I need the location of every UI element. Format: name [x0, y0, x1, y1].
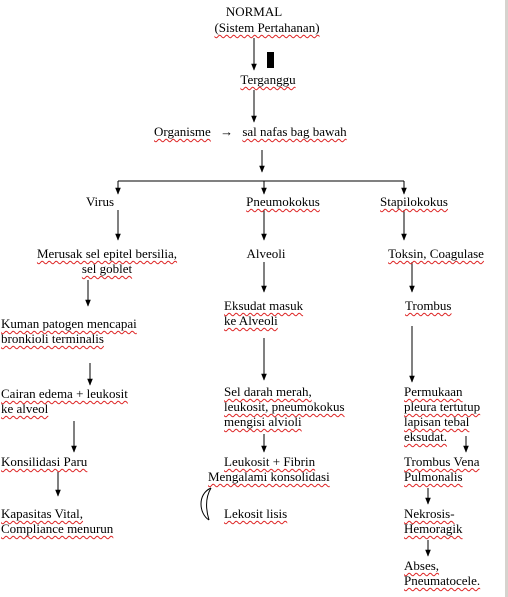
stapilo-step-6: Abses, Pneumatocele.	[404, 558, 480, 588]
node-organisme-row: Organisme → sal nafas bag bawah	[154, 124, 347, 139]
pneumo-step-2-line-2: ke Alveoli	[224, 313, 278, 328]
node-organisme: Organisme	[154, 124, 211, 139]
pneumo-step-3-line-2: leukosit, pneumokokus	[224, 399, 345, 414]
stapilo-step-3: Permukaan pleura tertutup lapisan tebal …	[404, 384, 480, 444]
virus-step-3: Cairan edema + leukosit ke alveol	[1, 386, 128, 416]
window-right-edge	[505, 0, 508, 597]
stapilo-step-3-line-2: pleura tertutup	[404, 399, 481, 414]
stapilo-step-5-line-1: Nekrosis-	[404, 506, 455, 521]
virus-step-3-line-2: ke alveol	[1, 401, 49, 416]
stapilo-step-2: Trombus	[405, 298, 451, 313]
virus-step-2-line-2: bronkioli terminalis	[1, 331, 104, 346]
branch-stapilo-text: Stapilokokus	[380, 194, 448, 209]
virus-step-1-line-2: sel goblet	[81, 261, 133, 276]
virus-step-5: Kapasitas Vital, Compliance menurun	[1, 506, 113, 536]
pneumo-step-3-line-1: Sel darah merah,	[224, 384, 312, 399]
pneumo-step-4: Leukosit + Fibrin Mengalami konsolidasi	[208, 454, 330, 484]
root-subtitle: (Sistem Pertahanan)	[214, 20, 319, 35]
pneumo-step-2-line-1: Eksudat masuk	[224, 298, 304, 313]
branch-virus-title: Virus	[85, 194, 115, 209]
virus-step-2: Kuman patogen mencapai bronkioli termina…	[1, 316, 137, 346]
stapilo-step-2-text: Trombus	[405, 298, 452, 313]
stapilo-step-4-line-1: Trombus Vena	[404, 454, 480, 469]
stapilo-step-1-text: Toksin, Coagulase	[388, 246, 484, 261]
arrow-pneumo-5-curve	[200, 487, 212, 521]
pneumo-step-1: Alveoli	[246, 246, 286, 261]
virus-step-3-line-1: Cairan edema + leukosit	[1, 386, 128, 401]
node-terganggu-text: Terganggu	[240, 72, 296, 87]
virus-step-1: Merusak sel epitel bersilia, sel goblet	[37, 246, 177, 276]
branch-pneumo-title: Pneumokokus	[246, 194, 320, 209]
branch-stapilo-title: Stapilokokus	[380, 194, 448, 209]
pneumo-step-2: Eksudat masuk ke Alveoli	[224, 298, 303, 328]
root-subtitle-text: (Sistem Pertahanan)	[214, 20, 320, 35]
pneumo-step-5-text: Lekosit lisis	[224, 506, 288, 521]
stapilo-step-5: Nekrosis- Hemoragik	[404, 506, 462, 536]
virus-step-2-line-1: Kuman patogen mencapai	[1, 316, 137, 331]
stapilo-step-6-line-2: Pneumatocele.	[404, 573, 481, 588]
virus-step-1-line-1: Merusak sel epitel bersilia,	[36, 246, 178, 261]
node-terganggu: Terganggu	[240, 72, 295, 87]
pneumo-step-3: Sel darah merah, leukosit, pneumokokus m…	[224, 384, 345, 429]
stapilo-step-4-line-2: Pulmonalis	[404, 469, 463, 484]
stapilo-step-3-line-3: lapisan tebal	[404, 414, 470, 429]
stapilo-step-4: Trombus Vena Pulmonalis	[404, 454, 480, 484]
stapilo-step-3-line-4: eksudat.	[404, 429, 447, 444]
virus-step-5-line-1: Kapasitas Vital,	[1, 506, 84, 521]
stapilo-step-1: Toksin, Coagulase	[388, 246, 484, 261]
stapilo-step-5-line-2: Hemoragik	[404, 521, 463, 536]
pneumo-step-5: Lekosit lisis	[224, 506, 287, 521]
stapilo-step-6-line-1: Abses,	[404, 558, 440, 573]
branch-pneumo-text: Pneumokokus	[246, 194, 320, 209]
virus-step-4-text: Konsilidasi Paru	[1, 454, 88, 469]
virus-step-4: Konsilidasi Paru	[1, 454, 87, 469]
virus-step-5-line-2: Compliance menurun	[1, 521, 114, 536]
pneumo-step-4-line-2: Mengalami konsolidasi	[208, 469, 330, 484]
node-tract: sal nafas bag bawah	[242, 124, 347, 139]
pneumo-step-4-line-1: Leukosit + Fibrin	[224, 454, 316, 469]
stapilo-step-3-line-1: Permukaan	[404, 384, 463, 399]
right-arrow-glyph: →	[220, 124, 234, 139]
root-title: NORMAL	[225, 4, 283, 19]
text-cursor-block	[267, 52, 274, 68]
pneumo-step-3-line-3: mengisi alvioli	[224, 414, 302, 429]
